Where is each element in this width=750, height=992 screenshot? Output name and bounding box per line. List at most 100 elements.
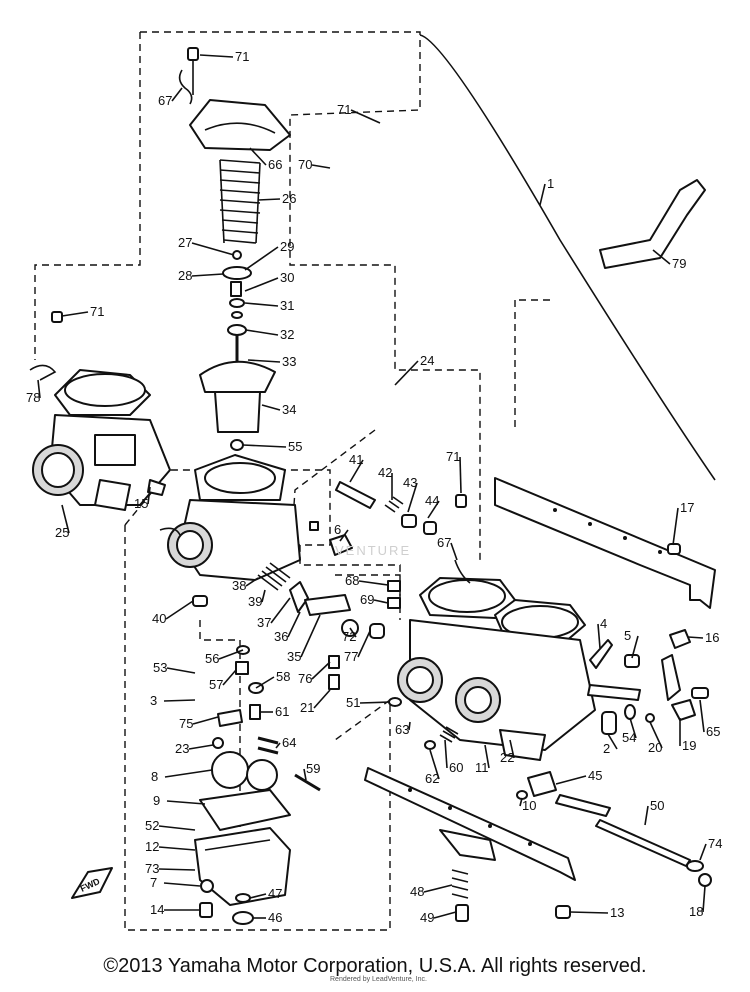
- callout-number: 52: [145, 818, 159, 833]
- callout-leader: [247, 359, 281, 363]
- right-carburetor-bank: [397, 559, 596, 761]
- callout-number: 27: [178, 235, 192, 250]
- callout-number: 45: [588, 768, 602, 783]
- callout-leader: [459, 456, 462, 494]
- callout-number: 11: [475, 760, 489, 775]
- top-stack-parts: [178, 47, 291, 451]
- callout-leader: [597, 623, 601, 649]
- callout-number: 26: [282, 191, 296, 206]
- callout-leader: [192, 716, 219, 725]
- callout-leader: [427, 500, 440, 519]
- callout-number: 10: [522, 798, 536, 813]
- callout-number: 50: [650, 798, 664, 813]
- right-rails-linkage: [364, 179, 716, 922]
- callout-number: 58: [276, 669, 290, 684]
- callout-leader: [349, 459, 364, 483]
- callout-leader: [199, 54, 234, 58]
- callout-number: 8: [151, 769, 158, 784]
- callout-leader: [166, 800, 206, 805]
- callout-number: 60: [449, 760, 463, 775]
- callout-leader: [244, 302, 279, 307]
- callout-leader: [607, 733, 618, 750]
- callout-number: 24: [420, 353, 434, 368]
- callout-number: 54: [622, 730, 636, 745]
- callout-number: 40: [152, 611, 166, 626]
- callout-number: 15: [134, 496, 148, 511]
- leader-1: [419, 34, 716, 481]
- callout-number: 68: [345, 573, 359, 588]
- callout-number: 46: [268, 910, 282, 925]
- callout-number: 76: [298, 671, 312, 686]
- fine-print-text: Rendered by LeadVenture, Inc.: [330, 976, 427, 983]
- callout-leader: [244, 277, 279, 292]
- callout-number: 77: [344, 649, 358, 664]
- callout-leader: [245, 329, 279, 336]
- callout-number: 43: [403, 475, 417, 490]
- callout-leader: [539, 183, 546, 206]
- callout-leader: [429, 749, 440, 780]
- callout-number: 49: [420, 910, 434, 925]
- callout-number: 55: [288, 439, 302, 454]
- callout-number: 42: [378, 465, 392, 480]
- callout-leader: [357, 630, 371, 658]
- callout-number: 3: [150, 693, 157, 708]
- callout-number: 71: [90, 304, 104, 319]
- middle-small-parts: [309, 481, 467, 707]
- callout-number: 33: [282, 354, 296, 369]
- callout-number: 51: [346, 695, 360, 710]
- callout-number: 5: [624, 628, 631, 643]
- callout-leader: [303, 768, 307, 781]
- callout-leader: [349, 627, 357, 638]
- callout-leader: [699, 843, 707, 861]
- callout-leader: [244, 246, 279, 271]
- callout-number: 1: [547, 176, 554, 191]
- callout-number: 64: [282, 735, 296, 750]
- callout-leader: [270, 597, 291, 624]
- callout-leader: [687, 636, 704, 639]
- callout-leader: [158, 868, 196, 871]
- callout-number: 39: [248, 594, 262, 609]
- callout-number: 63: [395, 722, 409, 737]
- callout-leader: [257, 198, 281, 201]
- callout-number: 21: [300, 700, 314, 715]
- callout-number: 37: [257, 615, 271, 630]
- callout-number: 23: [175, 741, 189, 756]
- callout-leader: [519, 797, 523, 807]
- callout-number: 72: [342, 629, 356, 644]
- callout-leader: [631, 635, 639, 659]
- callout-number: 29: [280, 239, 294, 254]
- callout-number: 19: [682, 738, 696, 753]
- callout-leader: [261, 404, 281, 411]
- callout-leader: [652, 249, 671, 265]
- callout-leader: [373, 599, 389, 604]
- callout-number: 16: [705, 630, 719, 645]
- callout-number: 79: [672, 256, 686, 271]
- callout-leader: [171, 87, 183, 102]
- fwd-arrow-icon: FWD: [71, 867, 113, 899]
- callout-number: 59: [306, 761, 320, 776]
- callout-number: 57: [209, 677, 223, 692]
- callout-number: 75: [179, 716, 193, 731]
- callout-leader: [555, 775, 587, 785]
- callout-number: 74: [708, 836, 722, 851]
- callout-leader: [191, 242, 235, 256]
- callout-leader: [423, 884, 453, 893]
- callout-number: 73: [145, 861, 159, 876]
- callout-number: 34: [282, 402, 296, 417]
- callout-leader: [702, 885, 706, 913]
- callout-leader: [408, 721, 411, 731]
- watermark-text: VENTURE: [335, 543, 411, 558]
- callout-number: 13: [610, 905, 624, 920]
- callout-number: 67: [437, 535, 451, 550]
- callout-number: 9: [153, 793, 160, 808]
- callout-number: 12: [145, 839, 159, 854]
- copyright-notice: ©2013 Yamaha Motor Corporation, U.S.A. A…: [103, 955, 647, 977]
- callout-number: 69: [360, 592, 374, 607]
- callout-number: 18: [689, 904, 703, 919]
- callout-number: 62: [425, 771, 439, 786]
- callout-leader: [163, 882, 201, 887]
- callout-number: 56: [205, 651, 219, 666]
- callout-leader: [166, 667, 196, 674]
- callout-leader: [450, 542, 458, 561]
